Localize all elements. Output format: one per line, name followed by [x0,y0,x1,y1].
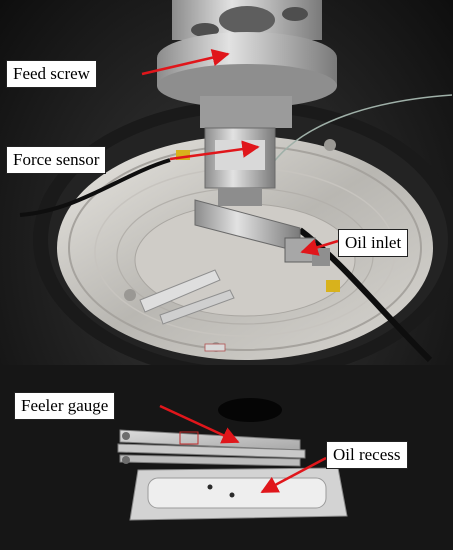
label-oil-inlet: Oil inlet [338,229,409,257]
oil-recess [147,477,327,509]
label-oil-recess: Oil recess [326,441,408,469]
arrow-oil-inlet [300,239,339,256]
label-feeler-gauge: Feeler gauge [14,392,116,420]
label-force-sensor: Force sensor [6,146,107,174]
label-feed-screw: Feed screw [6,60,97,88]
sensor-cable [19,158,171,217]
arrow-force-sensor [169,140,260,161]
arrow-oil-recess [260,456,327,494]
arrow-feeler-gauge [159,404,240,444]
arrow-feed-screw [141,49,230,76]
